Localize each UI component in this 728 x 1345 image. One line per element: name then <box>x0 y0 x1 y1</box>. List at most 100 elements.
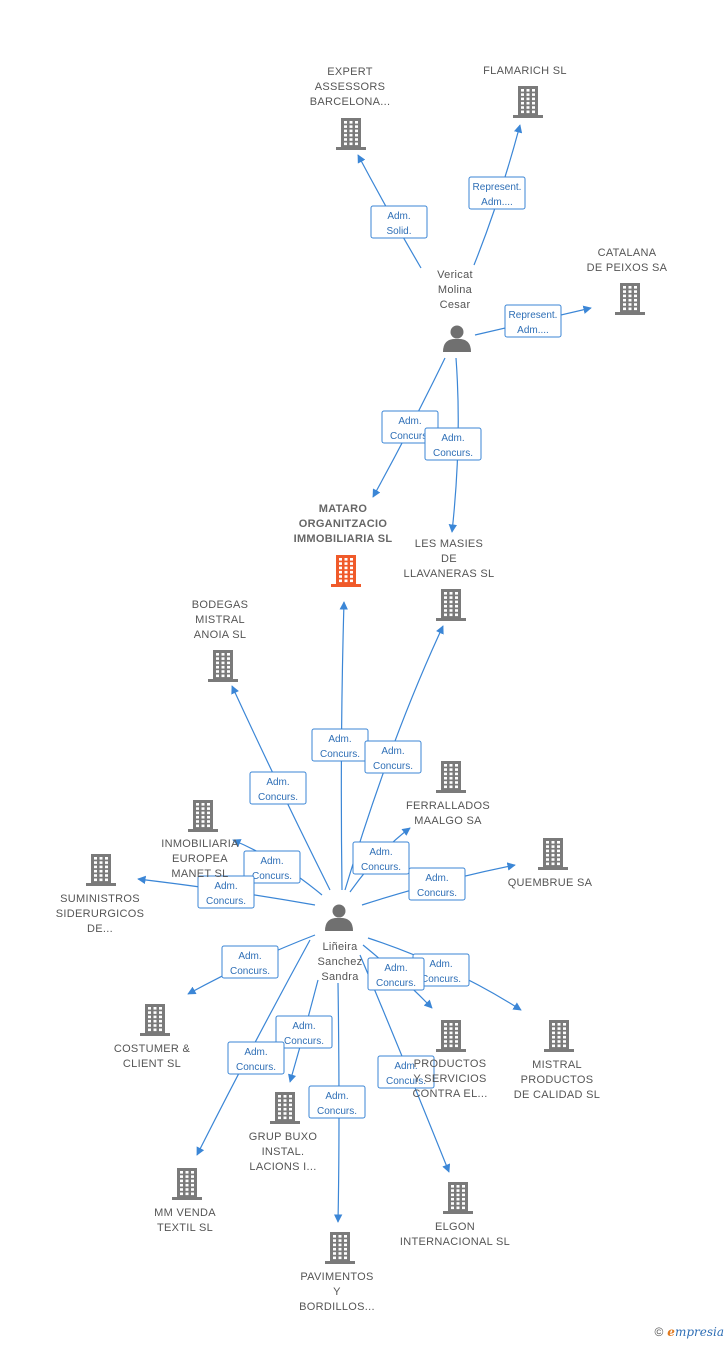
person-icon[interactable] <box>325 904 353 932</box>
edge-label-text: Adm. <box>381 746 404 757</box>
node-label: Sandra <box>321 971 359 983</box>
edge-label[interactable]: Adm.Concurs. <box>227 1041 285 1075</box>
node-label: EUROPEA <box>172 853 228 865</box>
node-label: CATALANA <box>598 247 657 259</box>
node-label: PAVIMENTOS <box>300 1271 373 1283</box>
edge-label-text: Concurs. <box>230 966 270 977</box>
edge-label-text: Concurs. <box>284 1036 324 1047</box>
edge-label[interactable]: Adm. Concurs. <box>197 875 255 909</box>
person-icon[interactable] <box>443 325 471 353</box>
building-icon[interactable] <box>538 838 568 870</box>
edge-label-text: Adm. <box>425 873 448 884</box>
edge-label-text: Adm. <box>214 881 237 892</box>
building-icon[interactable] <box>513 86 543 118</box>
edge-label[interactable]: Adm.Concurs. <box>424 427 482 461</box>
node-suministros[interactable]: SUMINISTROSSIDERURGICOSDE... <box>56 854 145 935</box>
building-icon[interactable] <box>188 800 218 832</box>
node-quembrue[interactable]: QUEMBRUE SA <box>508 838 593 889</box>
node-label: INSTAL. <box>262 1146 305 1158</box>
footer-brand: © empresia <box>654 1325 724 1339</box>
building-icon[interactable] <box>436 1020 466 1052</box>
edge-label-text: Represent. <box>473 182 522 193</box>
edge-label[interactable]: Represent. Adm.... <box>468 176 526 210</box>
edge-label-text: Adm. <box>384 963 407 974</box>
edge-label[interactable]: Adm. Concurs. <box>364 740 422 774</box>
edge-label-text: Adm. <box>238 951 261 962</box>
edge-label-text: Represent. <box>509 310 558 321</box>
edge-label[interactable]: Adm.Concurs. <box>408 867 466 901</box>
node-flamarich[interactable]: FLAMARICH SL <box>483 65 567 118</box>
building-icon[interactable] <box>443 1182 473 1214</box>
empresia-logo[interactable]: empresia <box>667 1325 724 1339</box>
node-label: LACIONS I... <box>249 1161 316 1173</box>
building-icon[interactable] <box>270 1092 300 1124</box>
edge-label[interactable]: Adm. Concurs. <box>221 945 279 979</box>
edge-label-text: Concurs. <box>386 1076 426 1087</box>
building-icon[interactable] <box>436 761 466 793</box>
edge-label-text: Adm. <box>369 847 392 858</box>
edge-label[interactable]: Adm.Concurs. <box>249 771 307 805</box>
edge-label[interactable]: Adm.Concurs. <box>367 957 425 991</box>
node-expert[interactable]: EXPERTASSESSORSBARCELONA... <box>310 66 391 150</box>
edge-label[interactable]: Adm.Concurs. <box>243 850 301 884</box>
edge-label[interactable]: Adm. Concurs. <box>352 841 410 875</box>
building-icon[interactable] <box>436 589 466 621</box>
building-icon[interactable] <box>615 283 645 315</box>
node-label: ANOIA SL <box>194 629 247 641</box>
edge-label-text: Adm. <box>394 1061 417 1072</box>
node-label: MATARO <box>319 503 368 515</box>
edge-label-text: Concurs. <box>373 761 413 772</box>
node-label: MAALGO SA <box>414 815 482 827</box>
node-label: BODEGAS <box>192 599 249 611</box>
node-pavimentos[interactable]: PAVIMENTOSYBORDILLOS... <box>299 1232 375 1313</box>
building-icon[interactable] <box>86 854 116 886</box>
edge-label[interactable]: Represent.Adm.... <box>504 304 562 338</box>
node-label: FLAMARICH SL <box>483 65 567 77</box>
edge-label[interactable]: Adm.Concurs. <box>381 410 439 444</box>
node-label: MM VENDA <box>154 1207 216 1219</box>
main-company-building-icon[interactable] <box>331 555 361 587</box>
edge-label[interactable]: Adm.Concurs. <box>308 1085 366 1119</box>
node-label: MANET SL <box>171 868 228 880</box>
node-label: SUMINISTROS <box>60 893 140 905</box>
edge-label[interactable]: Adm.Concurs. <box>275 1015 333 1049</box>
edge-labels-layer: Adm.Solid. Represent. Adm.... Represent. Adm… <box>197 176 562 1119</box>
edge-label[interactable]: Adm.Concurs. <box>311 728 369 762</box>
node-costumer[interactable]: COSTUMER &CLIENT SL <box>114 1004 191 1070</box>
edge-label-text: Adm. <box>387 211 410 222</box>
node-label: ELGON <box>435 1221 475 1233</box>
edge-label-text: Concurs. <box>320 749 360 760</box>
edge-label[interactable]: Adm. Concurs. <box>377 1055 435 1089</box>
building-icon[interactable] <box>208 650 238 682</box>
node-label: COSTUMER & <box>114 1043 191 1055</box>
node-label: PRODUCTOS <box>521 1074 594 1086</box>
building-icon[interactable] <box>325 1232 355 1264</box>
edge-label-text: Adm. <box>244 1047 267 1058</box>
edge-label-text: Concurs. <box>361 862 401 873</box>
edges-layer <box>137 124 592 1223</box>
edge-label-text: Adm.... <box>481 197 513 208</box>
edge-label-text: Concurs. <box>433 448 473 459</box>
building-icon[interactable] <box>336 118 366 150</box>
building-icon[interactable] <box>544 1020 574 1052</box>
edge-label-text: Concurs. <box>206 896 246 907</box>
building-icon[interactable] <box>140 1004 170 1036</box>
edge-label[interactable]: Adm.Solid. <box>370 205 428 239</box>
node-label: PRODUCTOS <box>414 1058 487 1070</box>
building-icon[interactable] <box>172 1168 202 1200</box>
